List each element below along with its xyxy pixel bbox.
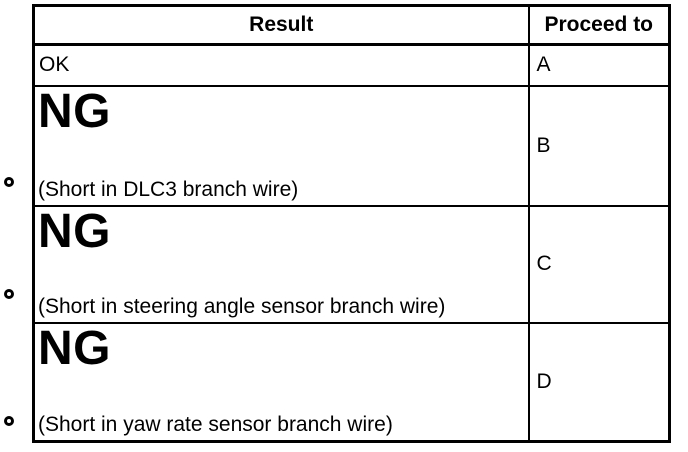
result-cell: NG (Short in DLC3 branch wire): [32, 84, 530, 207]
ng-result-label: NG: [38, 322, 111, 375]
ng-detail-text: (Short in yaw rate sensor branch wire): [38, 412, 393, 436]
row-marker-circle: [4, 416, 14, 426]
ng-detail-text: (Short in steering angle sensor branch w…: [38, 294, 446, 318]
row-marker-circle: [4, 289, 14, 299]
ng-cell-content: NG (Short in steering angle sensor branc…: [36, 205, 527, 321]
ng-cell-content: NG (Short in DLC3 branch wire): [36, 85, 527, 204]
ng-result-label: NG: [38, 85, 111, 138]
ng-detail-text: (Short in DLC3 branch wire): [38, 177, 299, 201]
result-cell: NG (Short in yaw rate sensor branch wire…: [32, 321, 530, 442]
proceed-to-cell: C: [527, 204, 671, 324]
table-row: NG (Short in yaw rate sensor branch wire…: [32, 321, 671, 442]
ng-cell-content: NG (Short in yaw rate sensor branch wire…: [36, 322, 527, 439]
proceed-to-cell: B: [527, 84, 671, 207]
result-table: Result Proceed to OK A NG (Short in DLC3…: [32, 4, 671, 443]
table-row: NG (Short in DLC3 branch wire) B: [32, 84, 671, 207]
header-row: Result Proceed to: [32, 4, 671, 46]
result-cell: OK: [32, 43, 530, 87]
ng-result-label: NG: [38, 205, 111, 258]
proceed-to-cell: D: [527, 321, 671, 442]
result-cell: NG (Short in steering angle sensor branc…: [32, 204, 530, 324]
column-header-proceed-to: Proceed to: [527, 4, 671, 46]
table-row: OK A: [32, 43, 671, 87]
column-header-result: Result: [32, 4, 530, 46]
row-marker-circle: [4, 177, 14, 187]
proceed-to-cell: A: [527, 43, 671, 87]
table-row: NG (Short in steering angle sensor branc…: [32, 204, 671, 324]
